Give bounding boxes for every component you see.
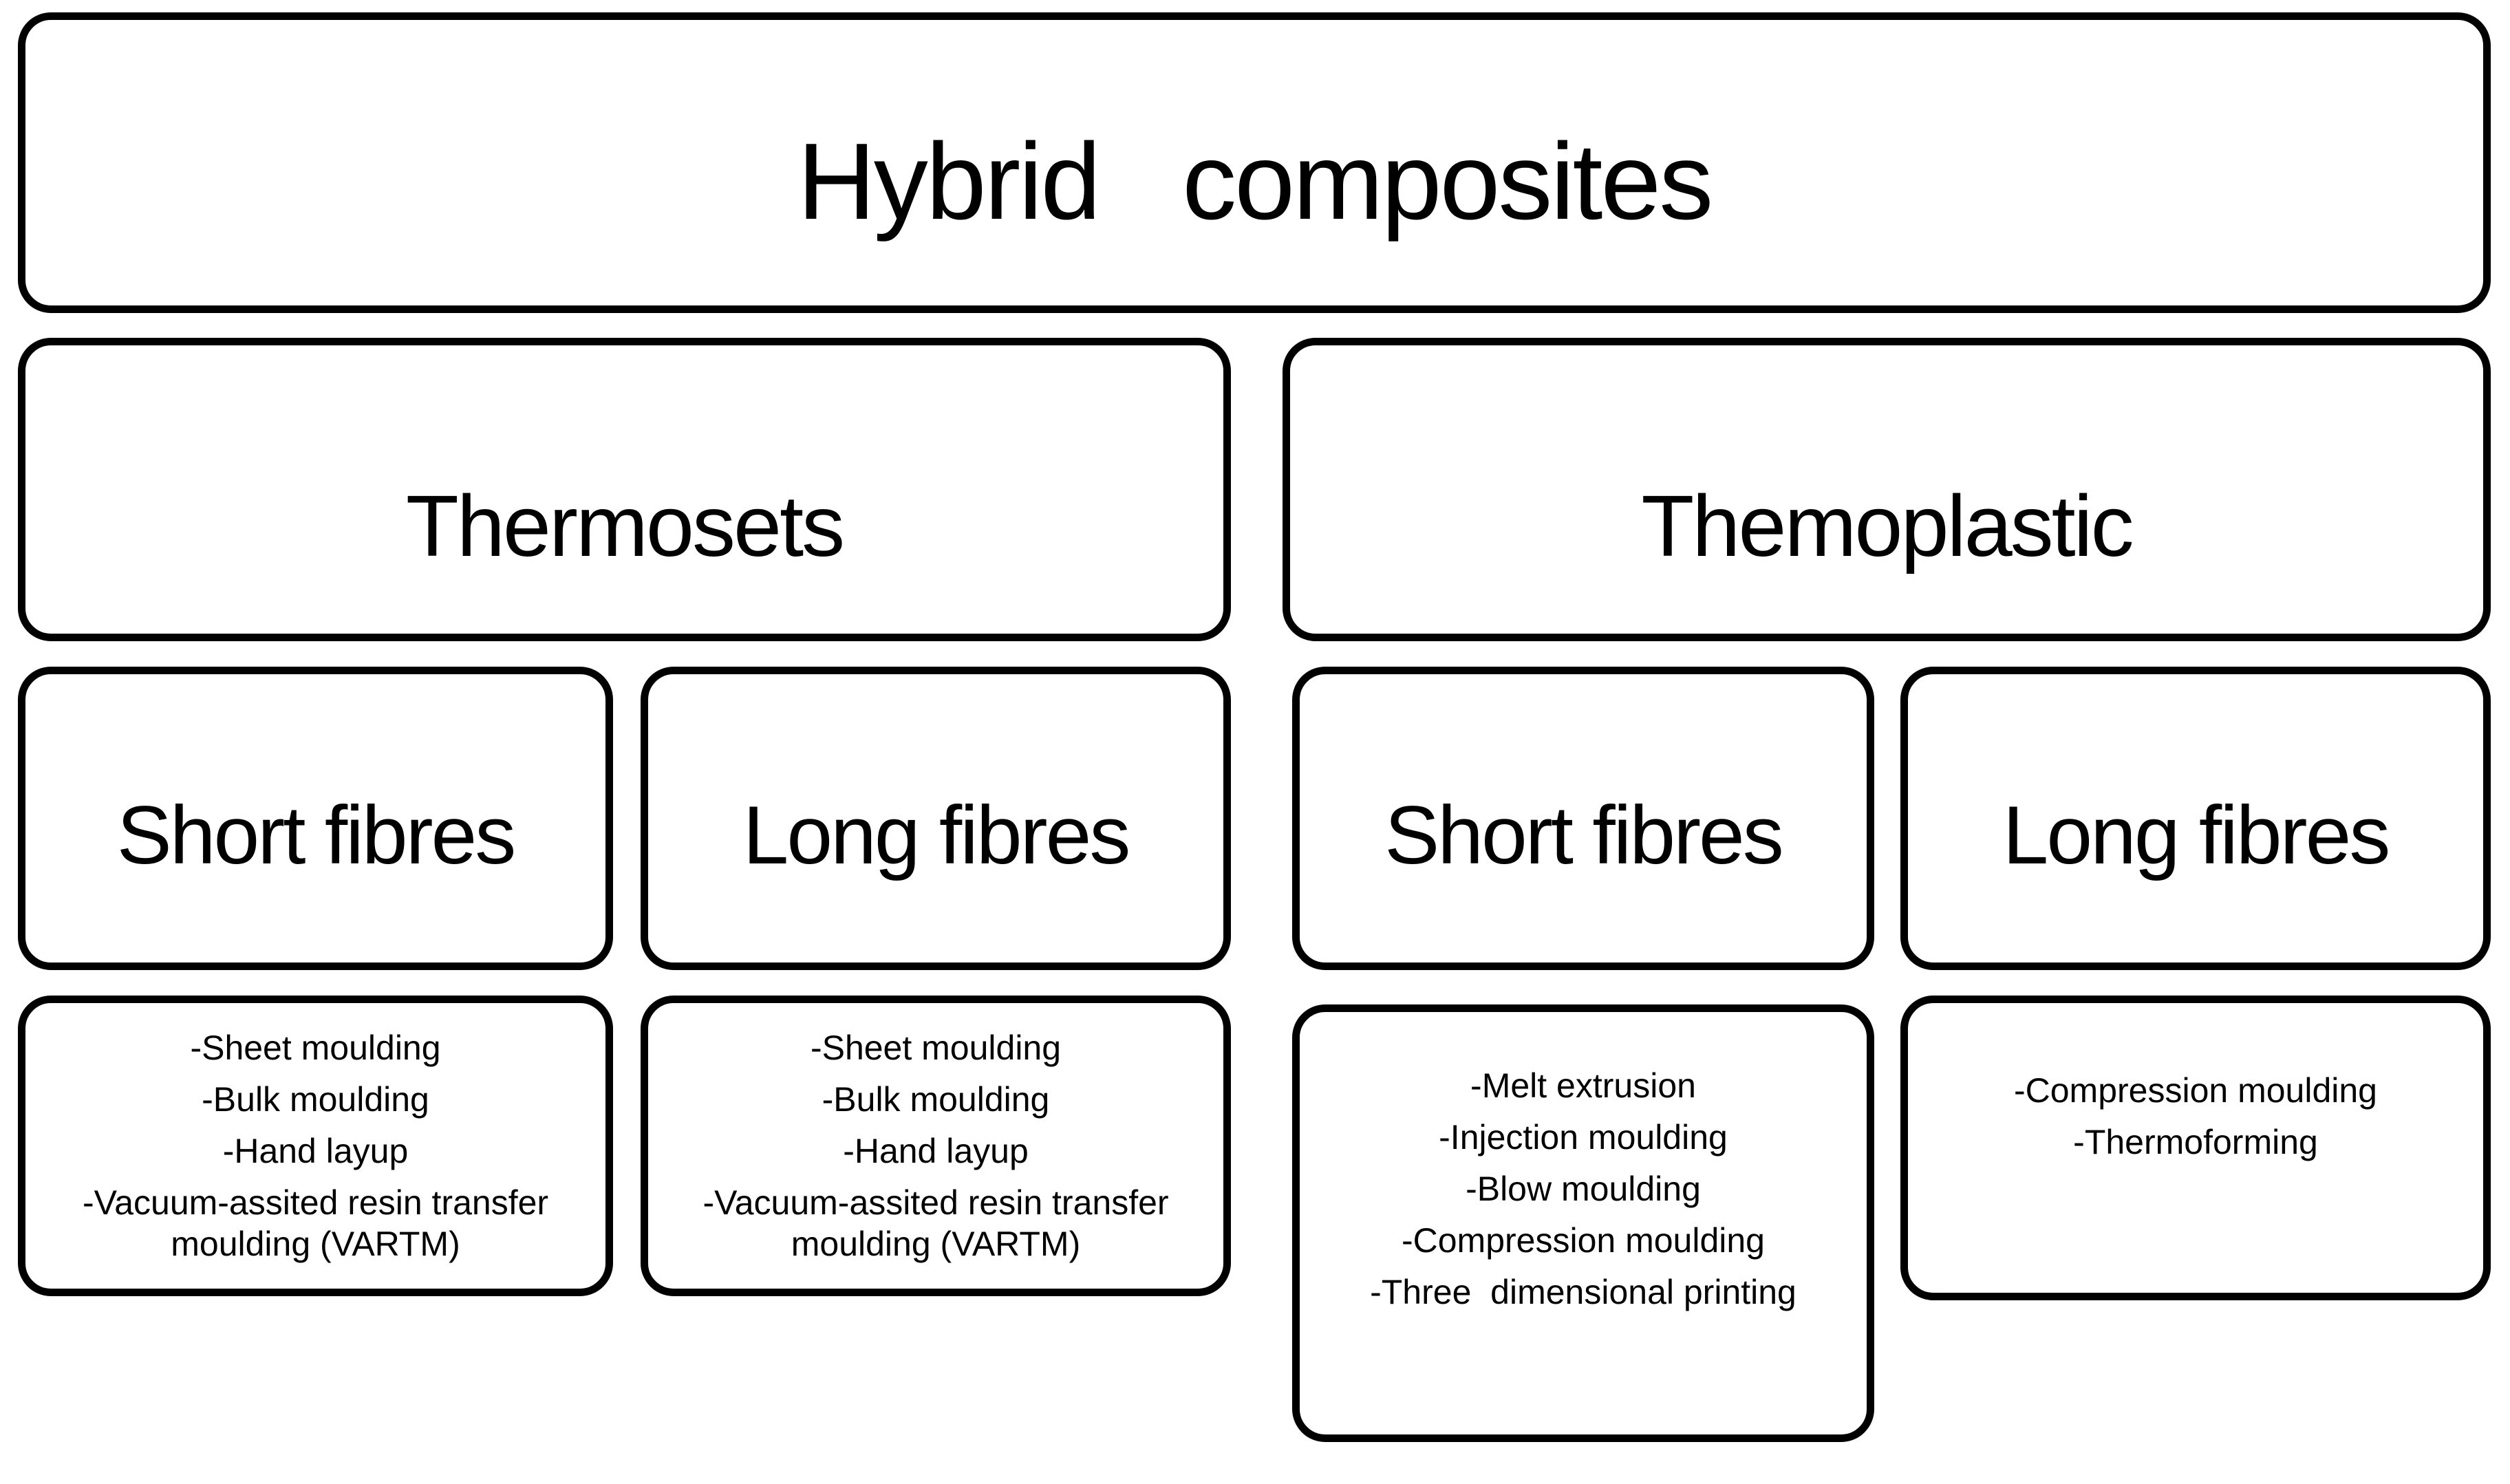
- themoplastic-long-fibres-label: Long fibres: [2002, 788, 2391, 881]
- thermosets-long-fibres-box: Long fibres: [641, 667, 1231, 970]
- thermosets-long-fibres-label: Long fibres: [742, 788, 1131, 881]
- process-item: -Sheet moulding: [810, 1028, 1062, 1067]
- thermosets-long-fibres-process-list: -Sheet moulding -Bulk moulding -Hand layup…: [641, 996, 1231, 1296]
- thermosets-box: Thermosets: [18, 338, 1231, 641]
- process-item: -Vacuum-assited resin transfer moulding …: [82, 1183, 558, 1263]
- process-item: -Vacuum-assited resin transfer moulding …: [702, 1183, 1179, 1263]
- themoplastic-long-fibres-box: Long fibres: [1900, 667, 2491, 970]
- process-item: -Hand layup: [222, 1131, 409, 1170]
- diagram-title: Hybrid composites: [797, 120, 1714, 242]
- process-item: -Bulk moulding: [202, 1079, 429, 1119]
- thermosets-short-fibres-box: Short fibres: [18, 667, 613, 970]
- thermosets-short-fibres-label: Short fibres: [116, 788, 517, 881]
- process-item: -Compression moulding: [1401, 1221, 1765, 1260]
- process-item: -Blow moulding: [1466, 1170, 1701, 1208]
- process-item: -Melt extrusion: [1470, 1066, 1696, 1105]
- themoplastic-short-fibres-box: Short fibres: [1292, 667, 1874, 970]
- themoplastic-long-fibres-process-list: -Compression moulding -Thermoforming: [1900, 996, 2491, 1300]
- themoplastic-box: Themoplastic: [1283, 338, 2491, 641]
- process-item: -Injection moulding: [1439, 1118, 1728, 1157]
- process-item: -Bulk moulding: [822, 1079, 1050, 1119]
- thermosets-label: Thermosets: [405, 477, 845, 574]
- process-item: -Sheet moulding: [190, 1028, 441, 1067]
- thermosets-short-fibres-process-list: -Sheet moulding -Bulk moulding -Hand layup…: [18, 996, 613, 1296]
- process-item: -Three dimensional printing: [1370, 1273, 1796, 1311]
- process-item: -Thermoforming: [2073, 1123, 2318, 1161]
- process-item: -Hand layup: [843, 1131, 1029, 1170]
- themoplastic-short-fibres-label: Short fibres: [1384, 788, 1784, 881]
- root-box: Hybrid composites: [18, 12, 2491, 313]
- themoplastic-short-fibres-process-list: -Melt extrusion -Injection moulding -Blow …: [1292, 1004, 1874, 1442]
- themoplastic-label: Themoplastic: [1641, 477, 2134, 574]
- process-item: -Compression moulding: [2013, 1071, 2377, 1110]
